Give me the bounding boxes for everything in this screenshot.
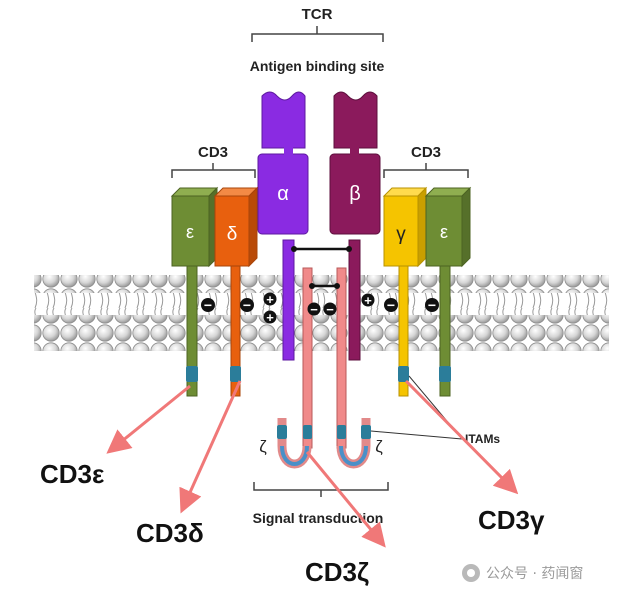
zeta-right-label: ζ (375, 437, 383, 456)
cd3-epsilon-callout: CD3ε (40, 459, 104, 489)
charge-neg-3: − (307, 302, 321, 317)
cd3-itams (186, 366, 451, 382)
itam-zeta-left-inner (303, 425, 312, 439)
itam-zeta-right-outer (361, 425, 371, 439)
cd3-delta (213, 186, 259, 268)
itam-zeta-left-outer (277, 425, 287, 439)
wechat-icon (462, 564, 480, 582)
zeta-right-stem (336, 267, 347, 449)
charge-pos-1: + (263, 292, 277, 307)
signal-transduction-label: Signal transduction (253, 510, 384, 526)
antigen-binding-site-label: Antigen binding site (250, 58, 385, 74)
cd3-zeta-callout: CD3ζ (305, 557, 369, 587)
charge-pos-3: + (361, 293, 375, 308)
zeta-right-hook-core (339, 445, 368, 466)
membrane-top-heads (34, 275, 609, 293)
membrane-bottom-heads (34, 315, 609, 333)
svg-text:−: − (387, 297, 395, 313)
charge-pos-2: + (263, 310, 277, 325)
itam-epsilon-right (439, 366, 451, 382)
epsilon-right-label: ε (440, 222, 448, 242)
watermark-text: 公众号 · 药闻窗 (486, 566, 584, 582)
itam-zeta-right-inner (337, 425, 346, 439)
beta-chain (329, 91, 381, 235)
beta-stem (348, 239, 361, 361)
itam-gamma (398, 366, 409, 382)
beta-variable-domain (333, 91, 378, 149)
svg-text:−: − (204, 297, 212, 313)
cd3-gamma-callout: CD3γ (478, 505, 545, 535)
itams-label: ITAMs (465, 432, 500, 446)
delta-label: δ (227, 224, 238, 245)
zeta-left-label: ζ (259, 437, 267, 456)
membrane-lipid-tails (34, 293, 609, 315)
cd3-right-label: CD3 (411, 144, 441, 161)
watermark: 公众号 · 药闻窗 (462, 562, 583, 584)
signal-transduction-bracket (253, 482, 389, 497)
zeta-left-hook-core (280, 445, 309, 466)
itam-epsilon-left (186, 366, 198, 382)
disulfide-bonds (291, 246, 352, 289)
cd3-epsilon-right (424, 186, 472, 268)
cd3-right-bracket (383, 163, 469, 178)
arrow-cd3-epsilon (106, 384, 191, 454)
charge-neg-4: − (323, 302, 337, 317)
membrane-charges: − − + + − − + − − (201, 292, 439, 325)
svg-text:−: − (310, 302, 318, 317)
arrow-cd3-gamma (404, 379, 519, 495)
itam-delta (230, 366, 241, 382)
cd3-epsilon-left (170, 186, 219, 268)
arrow-cd3-zeta (305, 451, 386, 548)
alpha-variable-domain (261, 91, 306, 149)
svg-text:−: − (326, 302, 334, 317)
alpha-constant-domain (257, 153, 309, 235)
zeta-left-stem (302, 267, 313, 449)
svg-text:−: − (243, 297, 251, 313)
beta-label: β (349, 183, 361, 205)
svg-text:+: + (364, 293, 372, 308)
svg-text:+: + (266, 310, 274, 325)
cd3-left-bracket (171, 163, 256, 178)
charge-neg-5: − (384, 297, 398, 313)
alpha-label: α (277, 183, 289, 205)
charge-neg-6: − (425, 297, 439, 313)
callout-arrows (106, 379, 519, 548)
cd3-delta-callout: CD3δ (136, 518, 204, 548)
membrane-bottom-heads-2 (34, 333, 609, 351)
svg-text:−: − (428, 297, 436, 313)
svg-text:+: + (266, 292, 274, 307)
arrow-cd3-delta (179, 380, 242, 514)
alpha-stem (282, 239, 295, 361)
charge-neg-2: − (240, 297, 254, 313)
charge-neg-1: − (201, 297, 215, 313)
cell-membrane (34, 275, 609, 351)
tcr-label: TCR (302, 6, 333, 23)
gamma-label: γ (396, 224, 406, 245)
alpha-chain (257, 91, 309, 235)
tcr-bracket (251, 26, 384, 42)
cd3-left-label: CD3 (198, 144, 228, 161)
epsilon-left-label: ε (186, 222, 194, 242)
